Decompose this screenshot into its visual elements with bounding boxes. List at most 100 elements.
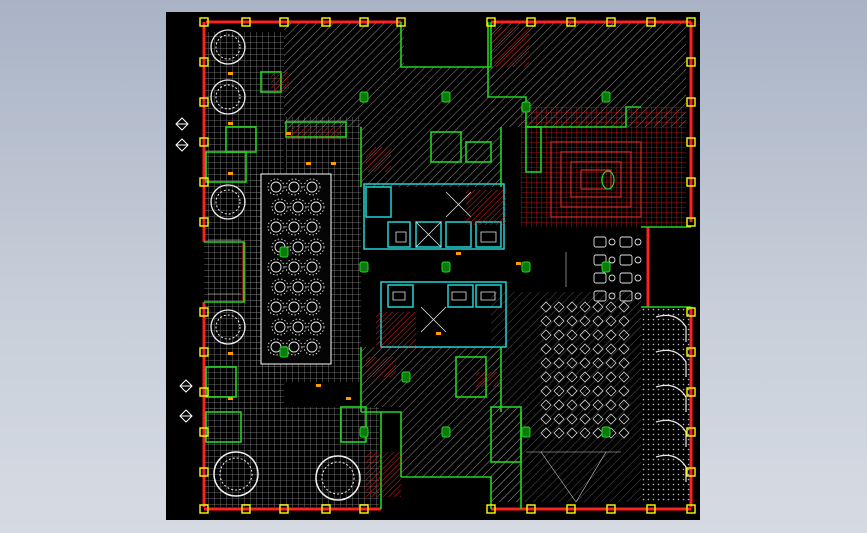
annotation-lines bbox=[208, 239, 621, 503]
round-table bbox=[310, 321, 322, 333]
diamond-tile bbox=[618, 399, 630, 411]
column bbox=[526, 17, 536, 27]
round-table-chairs bbox=[303, 258, 321, 276]
diamond-tile bbox=[553, 315, 565, 327]
column bbox=[646, 504, 656, 514]
column-marker bbox=[521, 426, 531, 438]
column bbox=[199, 137, 209, 147]
round-table-chairs bbox=[303, 178, 321, 196]
column bbox=[646, 17, 656, 27]
cad-viewport[interactable] bbox=[166, 12, 700, 520]
round-table bbox=[288, 341, 300, 353]
side-table bbox=[608, 238, 616, 246]
lounge-chair bbox=[593, 254, 607, 266]
diamond-tile bbox=[540, 427, 552, 439]
round-table bbox=[306, 341, 318, 353]
lounge-chair bbox=[619, 254, 633, 266]
column bbox=[199, 57, 209, 67]
round-table bbox=[306, 301, 318, 313]
round-table-chairs bbox=[303, 338, 321, 356]
diamond-tile bbox=[553, 413, 565, 425]
banquet-table-3 bbox=[210, 184, 246, 220]
round-table-chairs bbox=[303, 298, 321, 316]
diamond-tile bbox=[605, 371, 617, 383]
lounge-chair bbox=[619, 236, 633, 248]
diamond-tile bbox=[540, 343, 552, 355]
diamond-tile bbox=[592, 413, 604, 425]
column bbox=[199, 97, 209, 107]
accent-tag bbox=[228, 122, 233, 125]
round-table-chairs bbox=[285, 218, 303, 236]
diamond-tile bbox=[605, 357, 617, 369]
diamond-tile bbox=[566, 385, 578, 397]
banquet-table-2 bbox=[210, 79, 246, 115]
side-table bbox=[634, 292, 642, 300]
column bbox=[566, 504, 576, 514]
round-table-chairs bbox=[303, 218, 321, 236]
column bbox=[686, 347, 696, 357]
column bbox=[279, 504, 289, 514]
column-marker bbox=[359, 91, 369, 103]
round-table-chairs bbox=[289, 198, 307, 216]
red-fixtures bbox=[271, 27, 529, 497]
accent-tag bbox=[331, 162, 336, 165]
column bbox=[321, 17, 331, 27]
banquet-tables bbox=[210, 29, 361, 501]
diamond-tile bbox=[618, 413, 630, 425]
column bbox=[486, 504, 496, 514]
column bbox=[199, 467, 209, 477]
diamond-tile bbox=[579, 413, 591, 425]
column-marker bbox=[601, 261, 611, 273]
diamond-tile bbox=[579, 315, 591, 327]
round-table-chairs bbox=[285, 298, 303, 316]
diamond-grid-zone bbox=[540, 301, 630, 439]
diamond-tile bbox=[592, 329, 604, 341]
diamond-tile bbox=[566, 301, 578, 313]
column bbox=[686, 467, 696, 477]
column-marker bbox=[279, 246, 289, 258]
diamond-tile bbox=[566, 329, 578, 341]
round-table bbox=[310, 241, 322, 253]
round-table bbox=[292, 281, 304, 293]
diamond-tile bbox=[618, 357, 630, 369]
column bbox=[199, 504, 209, 514]
diamond-tile bbox=[553, 329, 565, 341]
round-table bbox=[306, 221, 318, 233]
column-marker bbox=[441, 426, 451, 438]
diamond-tile bbox=[592, 371, 604, 383]
column bbox=[396, 17, 406, 27]
round-table bbox=[274, 321, 286, 333]
column bbox=[486, 17, 496, 27]
accent-tag bbox=[456, 252, 461, 255]
column-marker bbox=[601, 91, 611, 103]
section-callouts bbox=[175, 117, 193, 423]
round-table bbox=[288, 221, 300, 233]
round-table bbox=[306, 181, 318, 193]
diamond-tile bbox=[579, 357, 591, 369]
accent-tag bbox=[516, 262, 521, 265]
diamond-tile bbox=[540, 413, 552, 425]
diamond-tile bbox=[553, 399, 565, 411]
diamond-tile bbox=[566, 399, 578, 411]
diamond-tile bbox=[579, 385, 591, 397]
accent-tag bbox=[436, 332, 441, 335]
column bbox=[686, 307, 696, 317]
side-table bbox=[608, 274, 616, 282]
round-table bbox=[270, 221, 282, 233]
column bbox=[686, 217, 696, 227]
diamond-tile bbox=[618, 329, 630, 341]
banquet-table-4 bbox=[210, 309, 246, 345]
diamond-tile bbox=[540, 301, 552, 313]
round-table-chairs bbox=[307, 238, 325, 256]
round-table bbox=[270, 301, 282, 313]
diamond-tile bbox=[553, 427, 565, 439]
structural-columns bbox=[199, 17, 696, 514]
diamond-tile bbox=[618, 343, 630, 355]
round-table bbox=[310, 201, 322, 213]
round-table-chairs bbox=[267, 218, 285, 236]
column bbox=[359, 504, 369, 514]
diamond-tile bbox=[592, 399, 604, 411]
round-table-chairs bbox=[307, 318, 325, 336]
accent-tag bbox=[228, 72, 233, 75]
column-marker bbox=[441, 261, 451, 273]
